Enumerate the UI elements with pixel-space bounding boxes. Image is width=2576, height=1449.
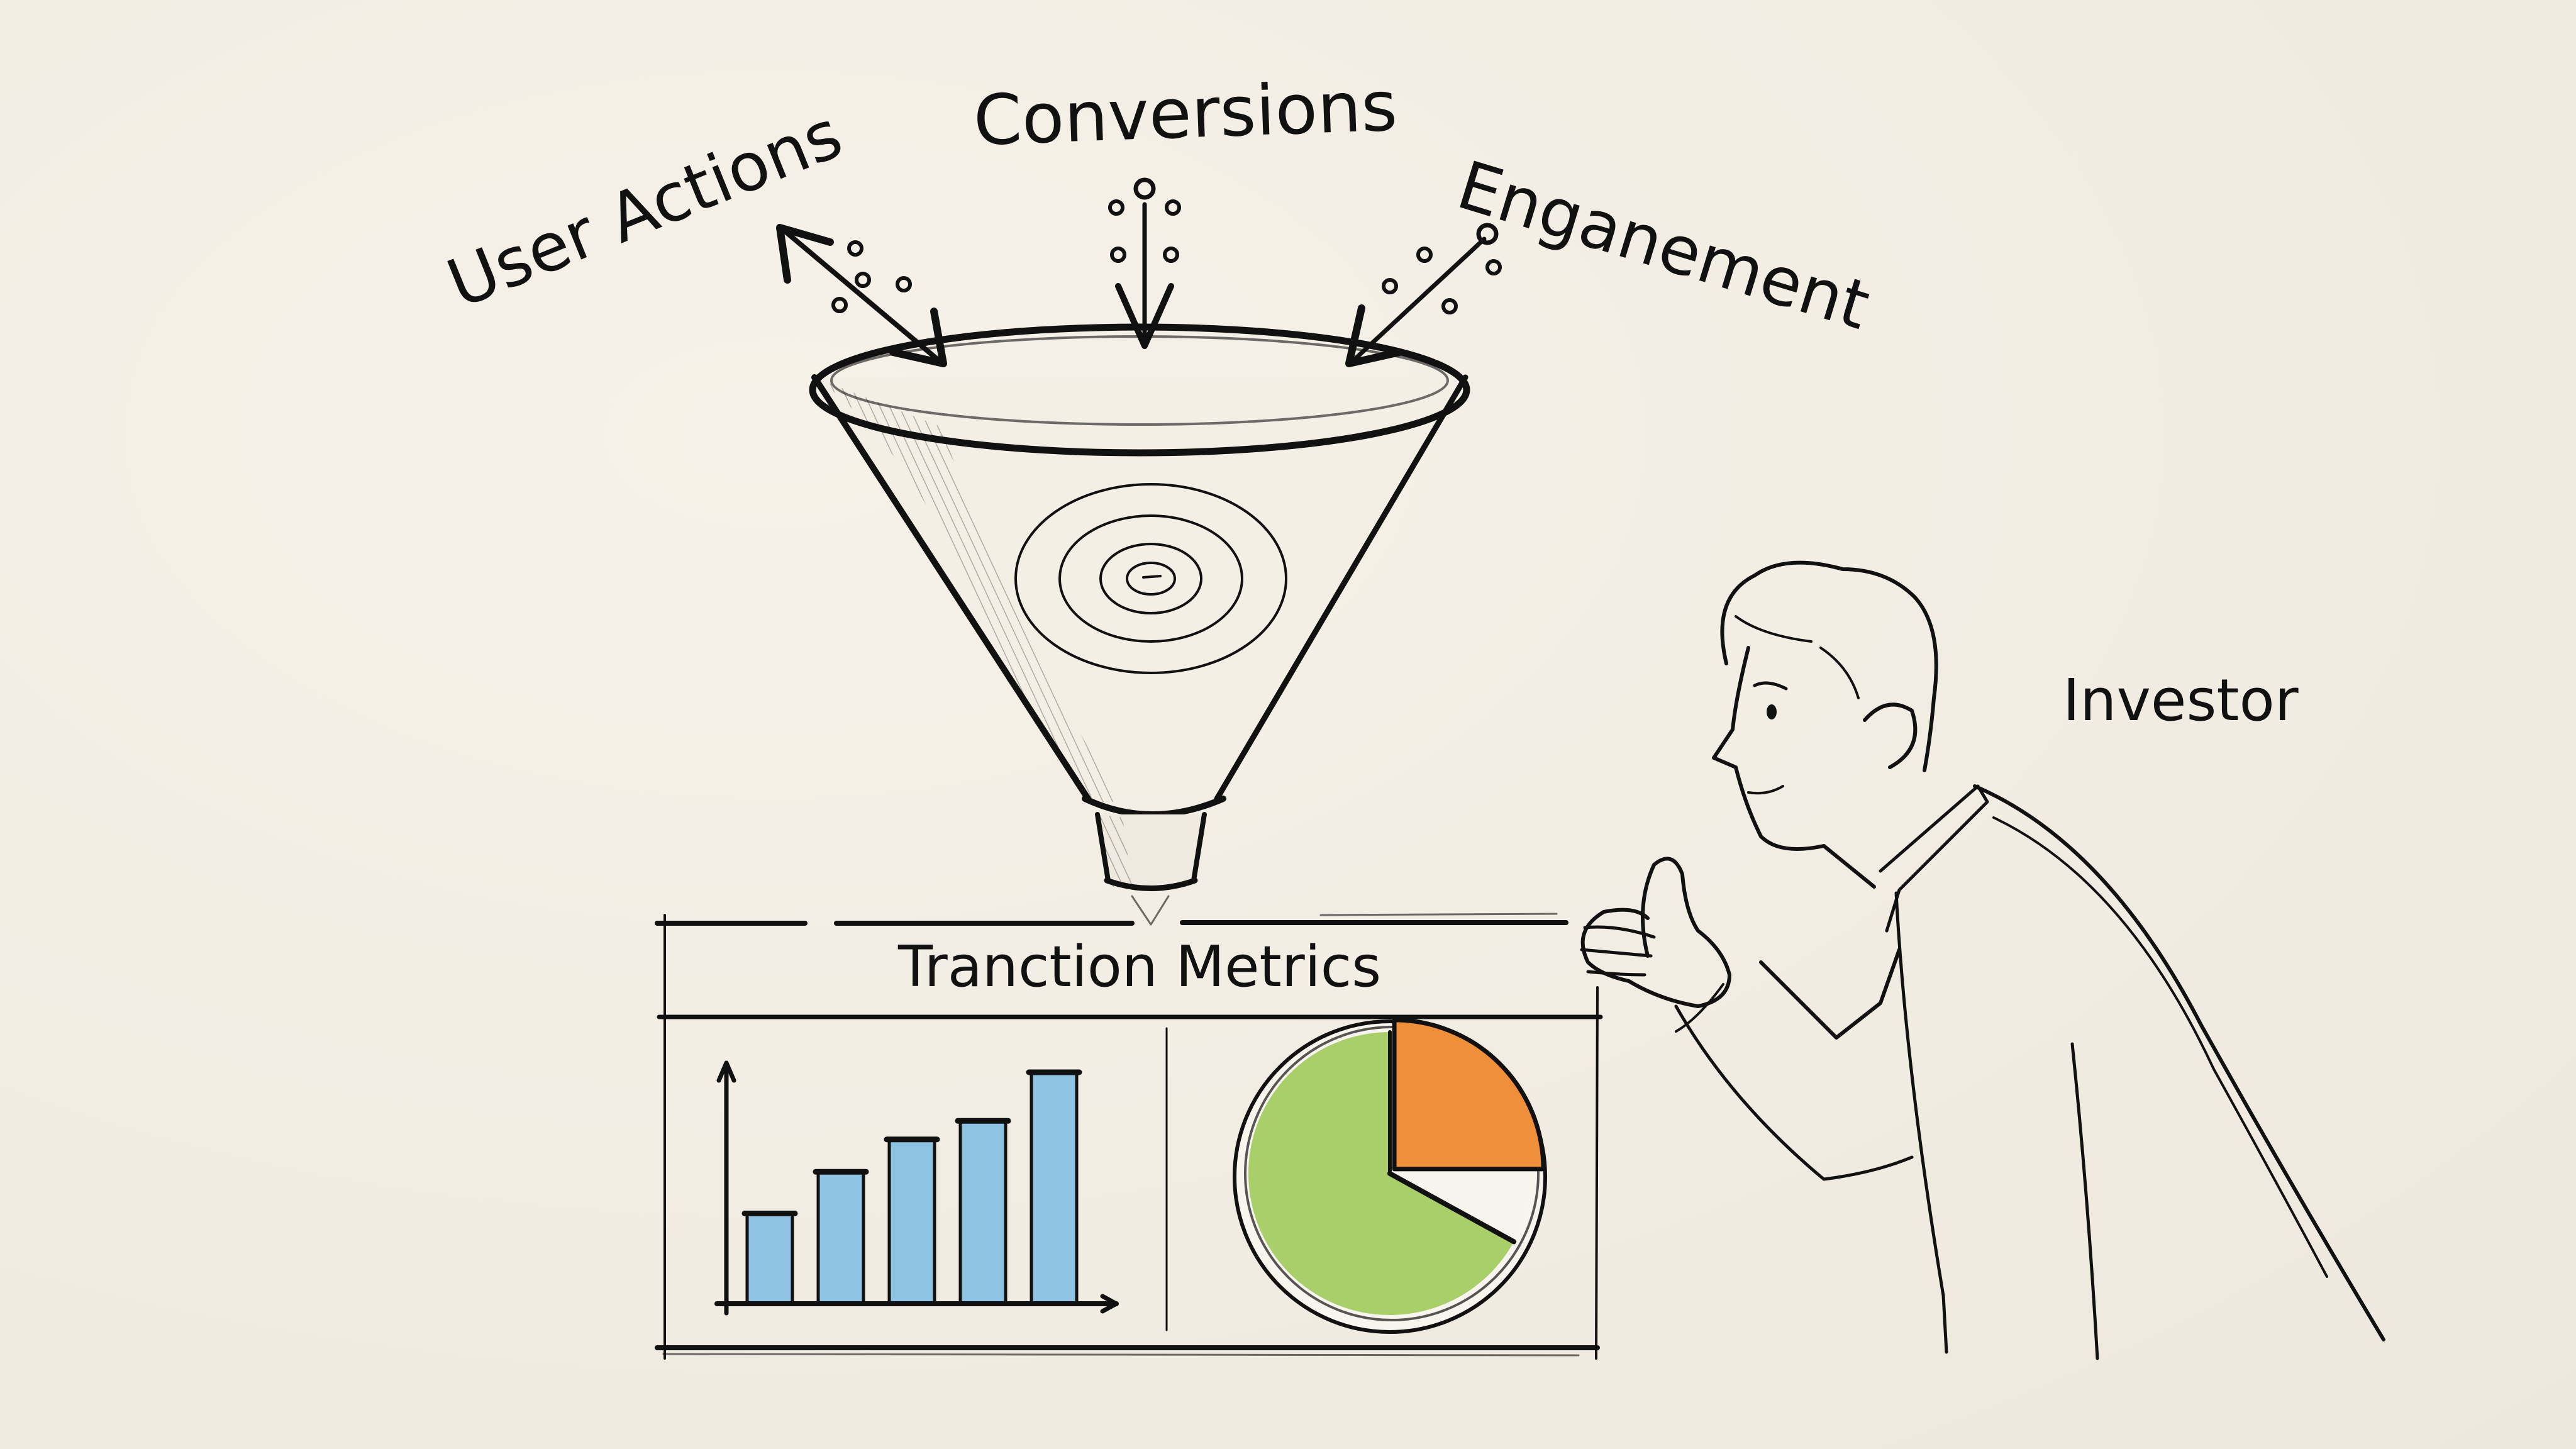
conversions-label: Conversions [972,65,1399,161]
funnel-icon [809,323,1470,926]
conversions-arrow-icon [1108,177,1181,349]
investor-label: Investor [2063,667,2299,734]
engagement-arrow-icon [1345,223,1502,367]
bar-3 [887,1138,936,1306]
bar-4 [958,1119,1008,1306]
pie-chart [1233,1018,1547,1334]
bar-1 [745,1211,794,1306]
user-actions-arrow-icon [776,224,947,367]
investor-figure [1580,560,2385,1360]
bar-5 [1030,1070,1079,1306]
pie-slice-green [1248,1032,1514,1315]
metrics-panel-title: Tranction Metrics [898,934,1382,1000]
bar-2 [816,1170,865,1306]
pie-slice-orange [1392,1018,1546,1172]
bar-chart [714,1060,1119,1316]
metrics-panel-frame [655,913,1603,1360]
